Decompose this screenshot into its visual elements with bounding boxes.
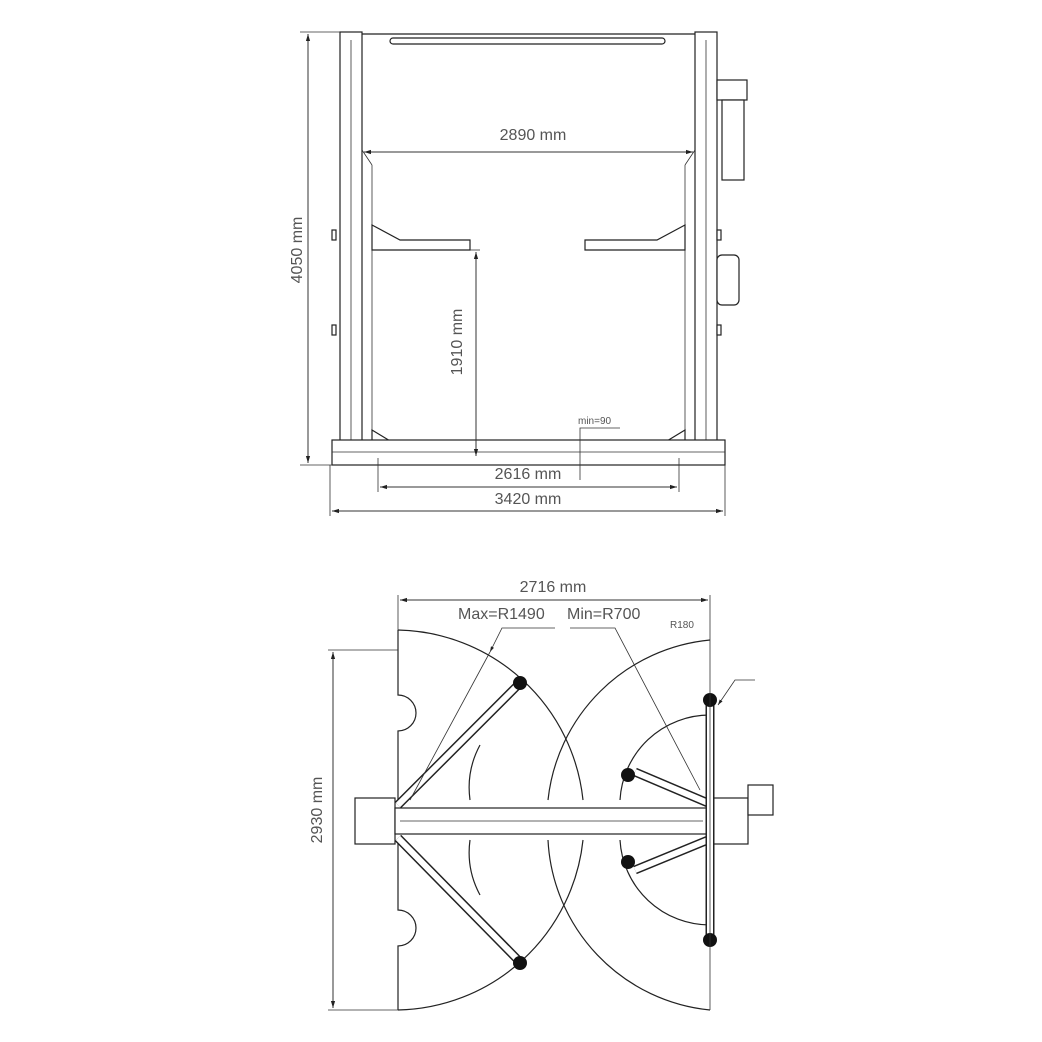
inner-width-label: 2890 mm — [500, 127, 567, 144]
arm-span-label: 2616 mm — [495, 466, 562, 483]
depth-label: 2930 mm — [309, 777, 326, 844]
pad-radius-label: R180 — [670, 620, 694, 631]
power-unit — [716, 79, 748, 306]
upper-arms — [371, 223, 686, 251]
lift-pad — [513, 676, 527, 690]
lift-pad — [621, 855, 635, 869]
top-view: 2716 mm Max=R1490 Min=R700 R180 2930 mm — [309, 579, 774, 1011]
base-width-dimension: 3420 mm — [329, 465, 726, 516]
max-radius-label: Max=R1490 — [458, 606, 545, 623]
left-arms — [394, 676, 527, 970]
arm-height-dimension: 1910 mm — [449, 249, 480, 456]
radius-callouts: Max=R1490 Min=R700 R180 — [409, 606, 755, 801]
left-column — [331, 31, 373, 445]
lift-pad — [621, 768, 635, 782]
carriage-beam — [354, 784, 774, 845]
inner-width-dimension: 2890 mm — [364, 127, 693, 155]
width-dimension: 2716 mm — [397, 579, 711, 1010]
depth-dimension: 2930 mm — [309, 649, 398, 1011]
base-plate — [331, 439, 726, 466]
height-label: 4050 mm — [289, 217, 306, 284]
lift-pad — [513, 956, 527, 970]
arm-height-label: 1910 mm — [449, 309, 466, 376]
right-column — [684, 31, 722, 445]
width-label: 2716 mm — [520, 579, 587, 596]
top-beam — [362, 33, 695, 45]
front-view: 4050 mm 2890 mm 1910 mm min=90 2616 mm 3… — [289, 31, 748, 516]
min-radius-label: Min=R700 — [567, 606, 640, 623]
base-width-label: 3420 mm — [495, 491, 562, 508]
arm-span-dimension: 2616 mm — [377, 458, 680, 492]
min-height-dimension: min=90 — [578, 416, 620, 480]
height-dimension: 4050 mm — [289, 31, 340, 466]
min-height-label: min=90 — [578, 416, 612, 427]
